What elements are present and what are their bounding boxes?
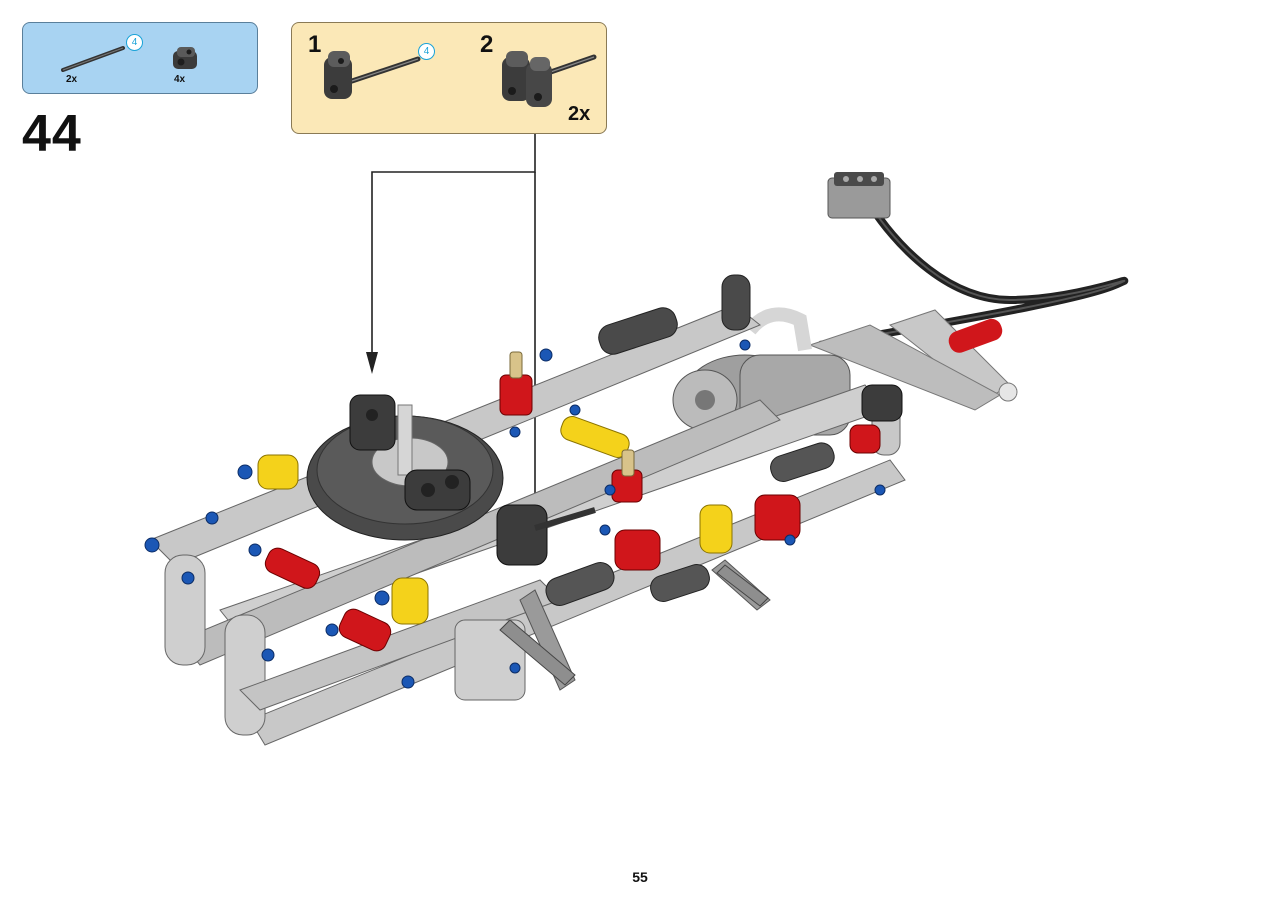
page-number: 55 bbox=[632, 869, 648, 885]
connector-icon bbox=[173, 47, 197, 69]
technic-chassis-assembly-icon bbox=[144, 172, 1129, 746]
parts-list-art bbox=[61, 46, 197, 72]
sub-assembly-callout: 1 4 2 2x bbox=[291, 22, 607, 134]
sensor-cable bbox=[819, 172, 1129, 349]
substep-1-length-badge: 4 bbox=[418, 43, 435, 60]
arrow-head-left bbox=[366, 352, 378, 374]
placement-arrows bbox=[371, 134, 536, 505]
axle-icon bbox=[61, 46, 125, 72]
parts-list-callout: 4 2x 4x bbox=[22, 22, 258, 94]
step-number: 44 bbox=[22, 105, 82, 163]
turntable-gear bbox=[306, 394, 504, 541]
substep-2-assembly-icon bbox=[502, 51, 597, 107]
substep-2-number: 2 bbox=[480, 31, 494, 58]
axle-quantity: 2x bbox=[66, 74, 78, 85]
substep-2-multiplier: 2x bbox=[568, 103, 591, 125]
connector-quantity: 4x bbox=[174, 74, 186, 85]
substep-1-assembly-icon bbox=[324, 51, 421, 99]
axle-length-badge: 4 bbox=[126, 34, 143, 51]
sub-assembly-art bbox=[324, 51, 597, 107]
substep-1-number: 1 bbox=[308, 31, 322, 58]
